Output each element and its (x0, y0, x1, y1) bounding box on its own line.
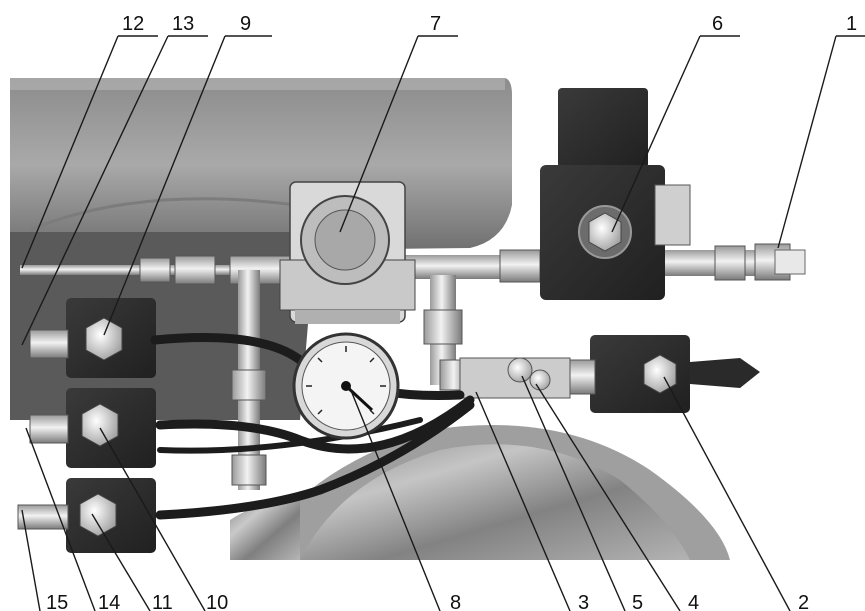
valve-block (459, 357, 571, 399)
coil-stack-left (17, 298, 156, 553)
callout-4: 4 (688, 592, 699, 611)
solenoid-valve-6 (540, 88, 691, 300)
callout-1: 1 (846, 13, 857, 35)
callout-12: 12 (122, 13, 144, 35)
callout-2: 2 (798, 592, 809, 611)
callout-5: 5 (632, 592, 643, 611)
cables (150, 333, 475, 520)
bottom-callouts: 15 14 11 10 8 3 5 4 2 (46, 592, 809, 611)
callout-14: 14 (98, 592, 120, 611)
top-callouts: 12 13 9 7 6 1 (122, 13, 857, 35)
callout-11: 11 (152, 592, 173, 611)
leader-lines (21, 35, 865, 611)
callout-15: 15 (46, 592, 68, 611)
callout-8: 8 (450, 592, 461, 611)
callout-13: 13 (172, 13, 194, 35)
callout-10: 10 (206, 592, 228, 611)
pressure-gauge (292, 332, 400, 440)
pressure-regulator (279, 181, 416, 324)
solenoid-valve-2 (564, 335, 760, 413)
callout-9: 9 (240, 13, 251, 35)
callout-6: 6 (712, 13, 723, 35)
callout-3: 3 (578, 592, 589, 611)
callout-7: 7 (430, 13, 441, 35)
